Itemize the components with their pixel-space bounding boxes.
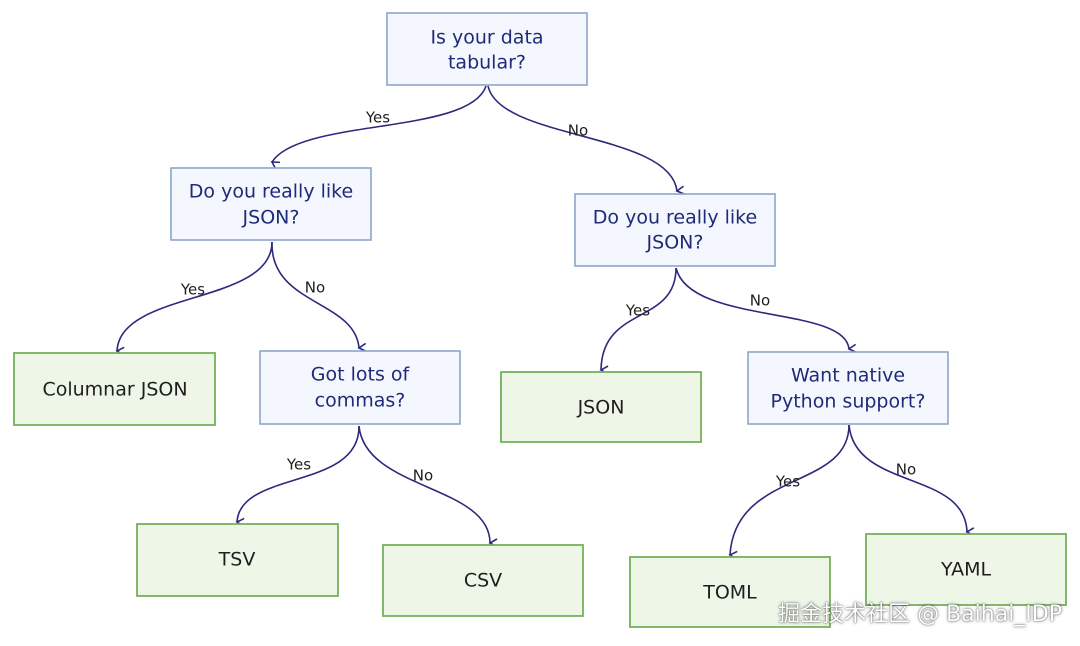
edge-label-commas-yes: Yes [286,456,311,474]
leaf-label: TOML [702,582,757,604]
leaf-node-csv: CSV [382,544,584,617]
leaf-node-toml: TOML [629,556,831,628]
decision-node-json-left: Do you really like JSON? [170,167,372,241]
watermark-text: 掘金技术社区 @ Baihai_IDP [778,602,1062,627]
edge-tabular-yes [270,85,487,170]
leaf-label: JSON [577,397,625,419]
edge-commas-yes [235,425,360,528]
edge-json-left-yes [115,241,273,357]
edge-python-no [848,424,975,537]
decision-text-line-1: Is your data [430,27,543,49]
decision-text-line-1: Do you really like [593,207,757,229]
decision-text-line-1: Do you really like [189,181,353,203]
decision-text-line-1: Got lots of [311,364,411,386]
leaf-label: YAML [940,559,992,581]
edge-json-right-no [675,267,857,354]
decision-node-python: Want native Python support? [747,351,949,425]
edge-label-json-right-yes: Yes [625,302,650,320]
edge-label-commas-no: No [413,467,433,485]
edges [115,85,975,561]
decision-node-json-right: Do you really like JSON? [574,193,776,267]
decision-text-line-2: Python support? [771,391,926,413]
leaf-label: Columnar JSON [42,379,187,401]
leaf-node-yaml: YAML [865,533,1067,606]
edge-label-json-right-no: No [750,292,770,310]
leaf-node-tsv: TSV [136,523,339,597]
decision-text-line-2: tabular? [448,52,526,74]
edge-tabular-no [487,85,685,195]
edge-commas-no [358,425,498,548]
edge-label-tabular-yes: Yes [365,109,390,127]
decision-text-line-2: JSON? [646,232,704,254]
edge-label-tabular-no: No [568,122,588,140]
decision-node-commas: Got lots of commas? [259,350,461,425]
leaf-node-json: JSON [500,371,702,443]
edge-json-left-no [271,241,367,353]
edge-python-yes [728,424,850,561]
leaf-label: TSV [218,549,256,571]
edge-label-json-left-no: No [305,279,325,297]
decision-text-line-2: commas? [315,390,406,412]
edge-json-right-yes [599,267,677,375]
edge-labels: Yes No Yes No Yes No Yes No Yes No [180,109,916,491]
edge-label-json-left-yes: Yes [180,281,205,299]
edge-label-python-yes: Yes [775,473,800,491]
leaf-label: CSV [464,570,502,592]
edge-label-python-no: No [896,461,916,479]
leaf-node-columnar-json: Columnar JSON [13,352,216,426]
decision-text-line-1: Want native [791,365,905,387]
decision-text-line-2: JSON? [242,207,300,229]
decision-node-tabular: Is your data tabular? [386,12,588,86]
